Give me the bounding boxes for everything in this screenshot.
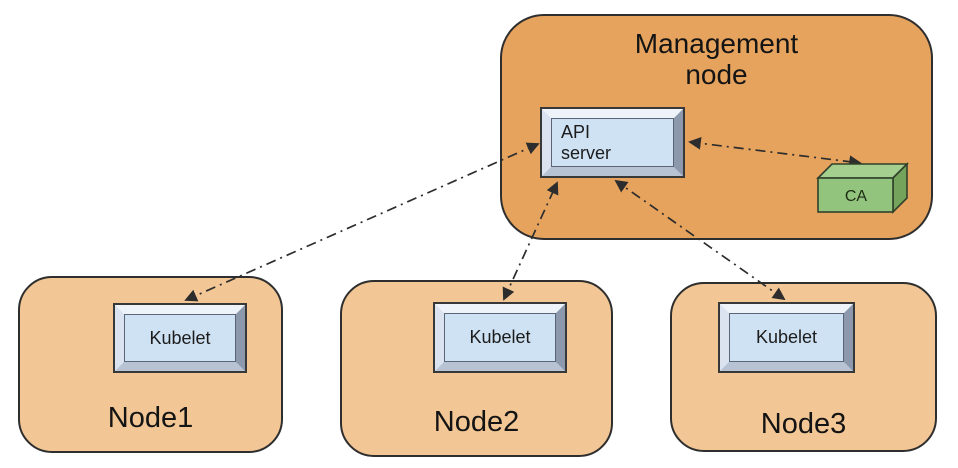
api-server-bevel: API server <box>542 109 683 176</box>
kubelet3-face: Kubelet <box>729 313 844 362</box>
kubelet3-box: Kubelet <box>718 302 855 373</box>
kubelet2-label: Kubelet <box>469 327 531 348</box>
kubelet3-bevel: Kubelet <box>720 304 853 371</box>
node2-label: Node2 <box>433 406 520 438</box>
kubelet3-label: Kubelet <box>755 327 818 348</box>
kubelet1-label: Kubelet <box>149 327 211 348</box>
node1-label: Node1 <box>107 402 194 434</box>
kubelet2-box: Kubelet <box>433 302 567 373</box>
api-server-face: API server <box>551 118 674 167</box>
kubelet2-bevel: Kubelet <box>435 304 565 371</box>
api-server-label: API server <box>561 122 612 163</box>
kubelet1-bevel: Kubelet <box>115 305 245 371</box>
node3-label: Node3 <box>760 408 847 440</box>
kubelet1-box: Kubelet <box>113 303 247 373</box>
kubelet1-face: Kubelet <box>124 314 236 362</box>
api-server-box: API server <box>540 107 685 178</box>
management-node-label: Management node <box>634 28 799 91</box>
kubelet2-face: Kubelet <box>444 313 556 362</box>
